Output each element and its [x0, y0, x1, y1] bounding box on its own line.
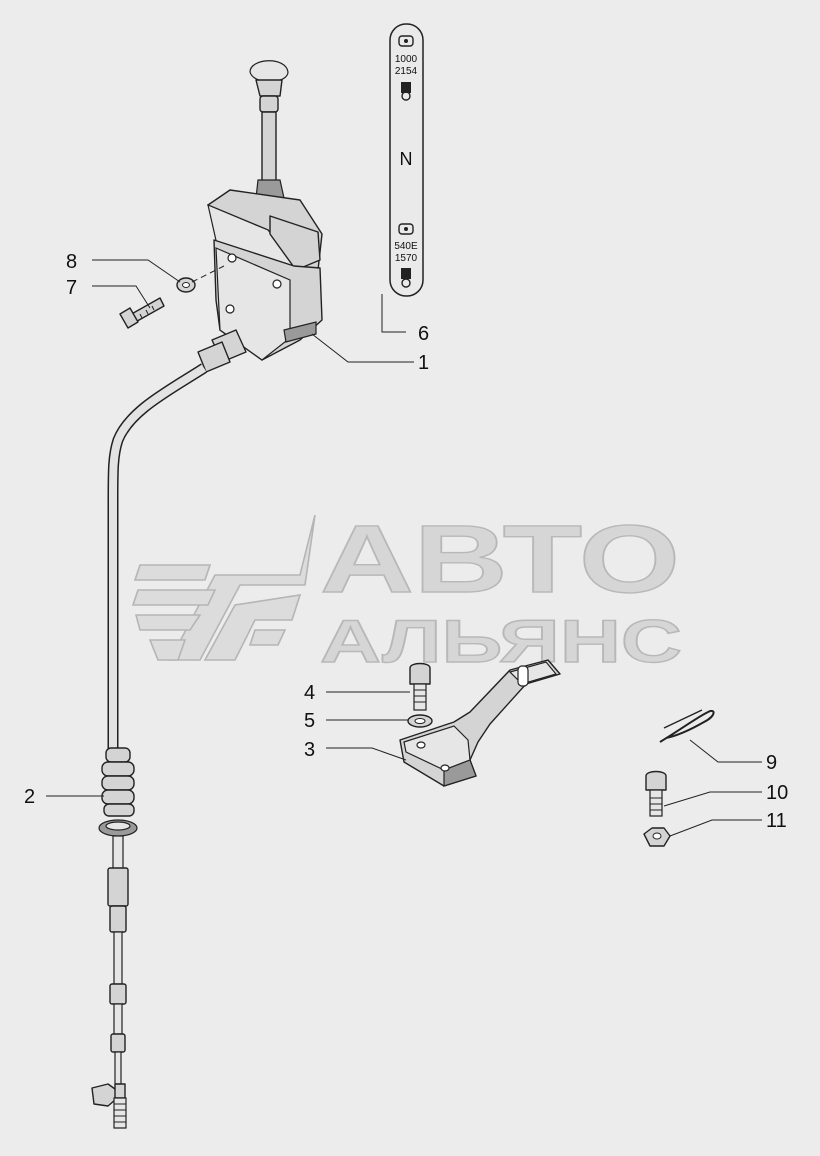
watermark-logo-icon	[131, 514, 316, 661]
plate-bottom-speed-2: 1570	[395, 253, 418, 264]
callout-9: 9	[766, 752, 777, 774]
callout-1: 1	[418, 352, 429, 374]
callout-3: 3	[304, 739, 315, 761]
callout-11: 11	[766, 810, 787, 832]
leader-lines	[46, 259, 762, 837]
watermark-line1: АВТО	[320, 506, 680, 613]
watermark-line2: АЛЬЯНС	[320, 608, 682, 675]
plate-neutral: N	[400, 149, 413, 169]
pto-engage-icon-lower	[398, 223, 414, 235]
callout-10: 10	[766, 782, 788, 804]
watermark: АВТО АЛЬЯНС	[131, 505, 683, 676]
shaft-icon-lower	[401, 268, 411, 288]
speed-selector-plate: 1000 2154 N 540E 1570	[389, 23, 424, 297]
callout-7: 7	[66, 277, 77, 299]
callout-2: 2	[24, 786, 35, 808]
screw-7	[119, 297, 165, 329]
plate-bottom-speed-1: 540E	[394, 241, 418, 252]
plate-top-speed-1: 1000	[395, 54, 418, 65]
callout-5: 5	[304, 710, 315, 732]
cable-bellows	[98, 747, 138, 837]
shaft-icon	[401, 82, 411, 101]
washer-5	[407, 714, 433, 728]
screw-4	[409, 662, 431, 711]
control-cable	[91, 363, 207, 1129]
pto-engage-icon	[398, 35, 414, 47]
callouts: 8 7 6 1 2 4 5 3 9 10 11	[24, 251, 788, 832]
washer-8	[176, 277, 196, 293]
bracket-3	[399, 659, 561, 787]
callout-4: 4	[304, 682, 315, 704]
nut-11	[643, 827, 671, 847]
callout-8: 8	[66, 251, 77, 273]
bolt-10	[645, 770, 667, 817]
spring-clip-9	[659, 709, 715, 743]
control-lever-assembly	[197, 60, 323, 373]
plate-top-speed-2: 2154	[395, 66, 418, 77]
callout-6: 6	[418, 323, 429, 345]
